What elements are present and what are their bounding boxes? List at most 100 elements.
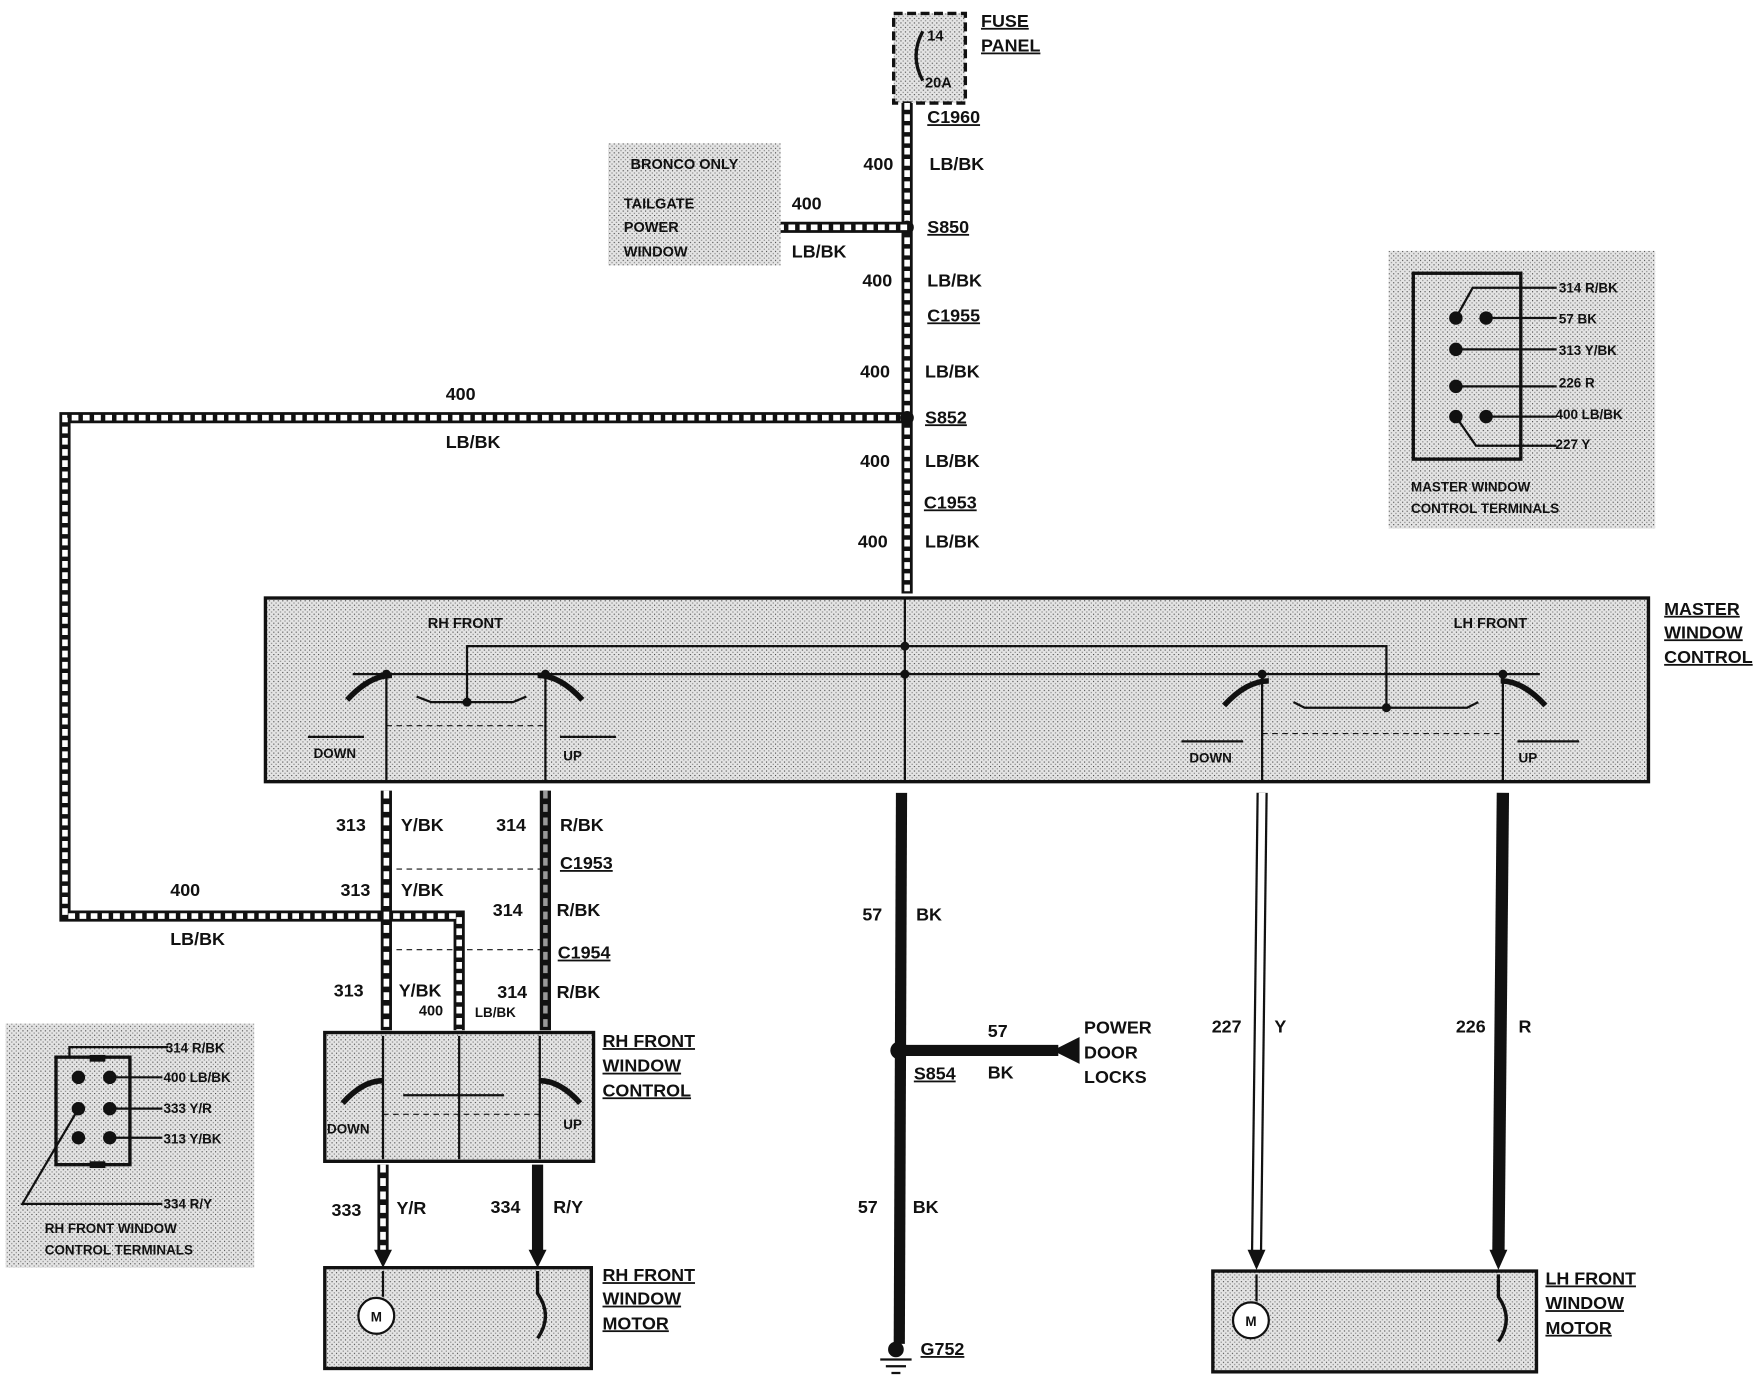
wire-color: Y/BK: [399, 981, 442, 1001]
door-locks-label: LOCKS: [1084, 1067, 1147, 1087]
terminal-pin-label: 314 R/BK: [1559, 280, 1618, 295]
wire-color: Y/BK: [401, 880, 444, 900]
rh-control-label: WINDOW: [603, 1056, 682, 1076]
motor-symbol: M: [371, 1309, 382, 1324]
wire-color: LB/BK: [475, 1005, 516, 1020]
terminal-pin-label: 334 R/Y: [164, 1196, 213, 1211]
fuse-label: FUSE: [981, 11, 1029, 31]
motor-symbol: M: [1245, 1314, 1256, 1329]
master-rh-label: RH FRONT: [428, 616, 503, 632]
wire-color: R/BK: [557, 982, 601, 1002]
master-label: CONTROL: [1664, 647, 1753, 667]
master-rh-down: DOWN: [314, 746, 357, 761]
ground-g752-label: G752: [921, 1339, 965, 1359]
rh-motor-label: WINDOW: [603, 1289, 682, 1309]
wire-color: LB/BK: [792, 242, 847, 262]
rh-motor-label: RH FRONT: [603, 1265, 696, 1285]
bronco-tailgate-box: BRONCO ONLY TAILGATE POWER WINDOW: [608, 143, 781, 266]
rh-control-up: UP: [563, 1117, 582, 1132]
wire-color: LB/BK: [927, 271, 982, 291]
rh-control-down: DOWN: [327, 1121, 370, 1136]
fuse-number: 14: [927, 28, 944, 44]
rh-front-window-control: DOWN UP: [323, 1030, 596, 1163]
connector-c1955: C1955: [927, 305, 980, 325]
wire-circuit: 313: [336, 815, 366, 835]
connector-c1953: C1953: [924, 492, 977, 512]
wire-color: R/BK: [560, 815, 604, 835]
wire-circuit: 400: [862, 271, 892, 291]
splice-s852-label: S852: [925, 407, 967, 427]
wire-color: BK: [913, 1197, 939, 1217]
master-label: WINDOW: [1664, 622, 1743, 642]
terminal-pin-label: 333 Y/R: [164, 1101, 213, 1116]
bronco-title: BRONCO ONLY: [631, 157, 739, 173]
wire-circuit: 57: [858, 1197, 878, 1217]
wire-color: Y/BK: [401, 815, 444, 835]
lh-motor-label: MOTOR: [1545, 1318, 1611, 1338]
terminal-pin-label: 57 BK: [1559, 312, 1597, 327]
wire-circuit: 57: [988, 1021, 1008, 1041]
wire-color: LB/BK: [446, 432, 501, 452]
lh-wires: [1247, 792, 1510, 1270]
terminal-pin-label: 226 R: [1559, 375, 1595, 390]
terminal-pin-label: 227 Y: [1556, 437, 1591, 452]
fuse-rating: 20A: [925, 75, 952, 91]
wire-circuit: 400: [863, 154, 893, 174]
wire-color: R/BK: [557, 900, 601, 920]
master-rh-up: UP: [563, 748, 582, 763]
wire-color: LB/BK: [925, 361, 980, 381]
arrow-icon: [1052, 1037, 1080, 1064]
wire-circuit: 314: [493, 900, 523, 920]
motor-icon: [357, 1296, 396, 1335]
lh-front-window-motor: M: [1211, 1269, 1539, 1374]
master-lh-label: LH FRONT: [1454, 616, 1528, 632]
wire-color: LB/BK: [925, 451, 980, 471]
fuse-panel: 14 20A FUSE PANEL: [891, 11, 1040, 105]
master-lh-down: DOWN: [1189, 751, 1232, 766]
splice-s854: [890, 1041, 909, 1060]
wire-color: LB/BK: [925, 532, 980, 552]
ground-icon: [880, 1358, 912, 1375]
door-locks-label: POWER: [1084, 1018, 1152, 1038]
wire-color: R: [1519, 1017, 1532, 1037]
wire-circuit: 400: [170, 880, 200, 900]
wire-color: R/Y: [553, 1197, 583, 1217]
wire-circuit: 313: [340, 880, 370, 900]
rh-terminals-inset: 314 R/BK 400 LB/BK 333 Y/R 313 Y/BK 334 …: [5, 1023, 255, 1268]
master-window-control: RH FRONT LH FRONT DOWN UP DOWN UP: [263, 596, 1651, 784]
terminal-pin-label: 313 Y/BK: [164, 1131, 222, 1146]
wire-color: BK: [916, 905, 942, 925]
terminal-pin-label: 314 R/BK: [166, 1041, 225, 1056]
master-label: MASTER: [1664, 599, 1740, 619]
wire-circuit: 400: [792, 193, 822, 213]
wire-circuit: 400: [446, 384, 476, 404]
bronco-label: TAILGATE: [624, 196, 695, 212]
rh-motor-label: MOTOR: [603, 1313, 669, 1333]
terminal-pin-label: 400 LB/BK: [164, 1070, 231, 1085]
terminal-title: CONTROL TERMINALS: [1411, 501, 1559, 516]
master-lh-up: UP: [1519, 751, 1538, 766]
motor-icon: [1231, 1301, 1270, 1340]
connector-c1953: C1953: [560, 853, 613, 873]
splice-s852: [900, 410, 914, 425]
splice-s850-label: S850: [927, 217, 969, 237]
wire-circuit: 400: [858, 532, 888, 552]
master-terminals-inset: 314 R/BK 57 BK 313 Y/BK 226 R 400 LB/BK …: [1388, 250, 1656, 529]
wire-circuit: 226: [1456, 1017, 1486, 1037]
bronco-label: POWER: [624, 220, 679, 236]
rh-control-label: RH FRONT: [603, 1031, 696, 1051]
terminal-title: CONTROL TERMINALS: [45, 1242, 193, 1257]
wire-circuit: 314: [497, 982, 527, 1002]
rh-control-label: CONTROL: [603, 1080, 692, 1100]
ground-wire-57: [880, 792, 1080, 1375]
wire-circuit: 227: [1212, 1017, 1242, 1037]
wire-circuit: 57: [862, 905, 882, 925]
wire-circuit: 333: [332, 1200, 362, 1220]
wire-color: Y/R: [396, 1198, 426, 1218]
wire-color: LB/BK: [930, 154, 985, 174]
terminal-pin-label: 400 LB/BK: [1556, 407, 1623, 422]
feed-wire-400: [59, 103, 913, 1031]
splice-s854-label: S854: [914, 1064, 956, 1084]
bronco-label: WINDOW: [624, 244, 688, 260]
